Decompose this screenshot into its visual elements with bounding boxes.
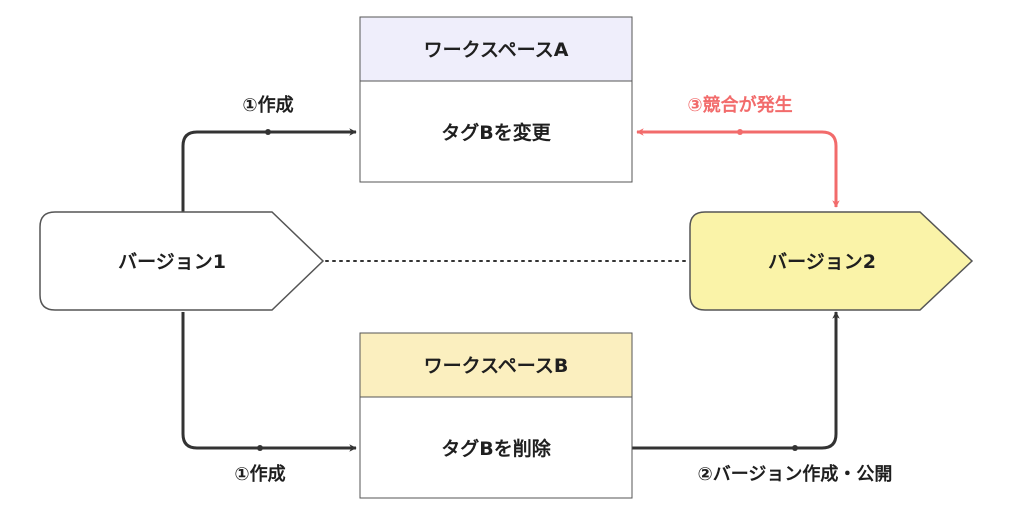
edge-conflict-dot (737, 129, 743, 135)
edge-create-workspace-b (181, 312, 357, 452)
workspace-b-node: ワークスペースB タグBを削除 (359, 332, 633, 499)
workspace-b-body-label: タグBを削除 (441, 437, 551, 460)
edge-publish (632, 311, 840, 450)
edge-create-workspace-a-dot (265, 129, 271, 135)
edge-publish-dot (792, 445, 798, 451)
version2-label: バージョン2 (768, 251, 876, 273)
edge-create-workspace-a (181, 128, 357, 212)
edge-create-workspace-a-label: ①作成 (242, 94, 293, 116)
workspace-b-header (359, 332, 633, 398)
version2-node (689, 211, 974, 311)
workspace-b-body (359, 396, 633, 499)
version1-label: バージョン1 (118, 251, 226, 273)
workspace-a-title: ワークスペースA (424, 39, 569, 61)
edge-publish-label: ②バージョン作成・公開 (698, 463, 893, 485)
edge-conflict-label: ③競合が発生 (687, 94, 792, 116)
workspace-a-node: ワークスペースA タグBを変更 (359, 16, 633, 183)
workspace-b-title: ワークスペースB (424, 355, 569, 377)
workspace-a-body-label: タグBを変更 (441, 121, 551, 144)
version1-node (39, 211, 325, 311)
edge-conflict (636, 128, 840, 208)
edge-create-workspace-b-dot (257, 445, 263, 451)
workspace-a-body (359, 80, 633, 183)
edge-create-workspace-b-label: ①作成 (234, 463, 285, 485)
